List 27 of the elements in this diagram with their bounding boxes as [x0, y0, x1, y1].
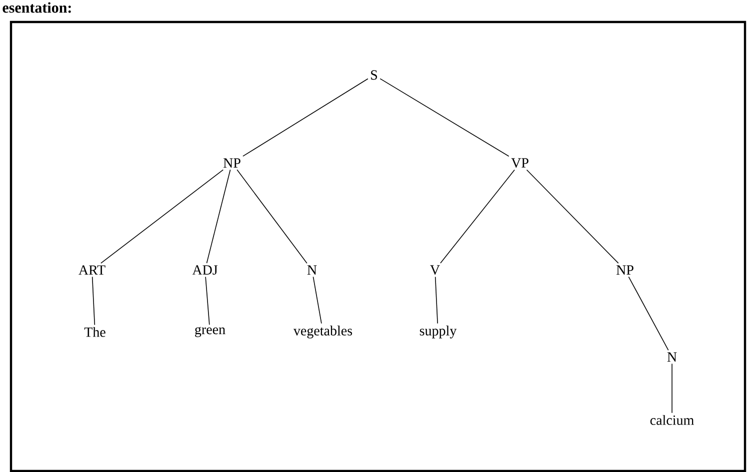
tree-branch	[100, 169, 224, 264]
word-label: vegetables	[293, 326, 352, 338]
tree-branch	[206, 169, 231, 264]
tree-branch	[312, 276, 322, 324]
heading-fragment: esentation:	[2, 2, 71, 13]
tree-branch	[205, 276, 210, 326]
word-label: calcium	[650, 415, 694, 425]
category-label: ADJ	[192, 265, 218, 275]
category-label: ART	[78, 265, 106, 275]
word-label: The	[84, 327, 106, 337]
category-label: V	[430, 265, 440, 275]
word-label: green	[195, 326, 226, 338]
tree-branch	[628, 276, 669, 351]
category-label: VP	[511, 158, 528, 168]
word-label: supply	[420, 326, 457, 338]
tree-branch	[526, 169, 619, 264]
category-label: N	[667, 352, 677, 362]
category-label: NP	[223, 158, 240, 168]
tree-branch	[242, 78, 368, 157]
category-label: NP	[616, 265, 634, 275]
tree-branch	[434, 276, 438, 324]
tree-branch	[380, 78, 510, 157]
category-label: S	[371, 70, 378, 80]
tree-branch	[236, 169, 308, 264]
category-label: N	[307, 265, 317, 275]
tree-branch	[92, 276, 96, 326]
tree-branch	[440, 169, 515, 264]
